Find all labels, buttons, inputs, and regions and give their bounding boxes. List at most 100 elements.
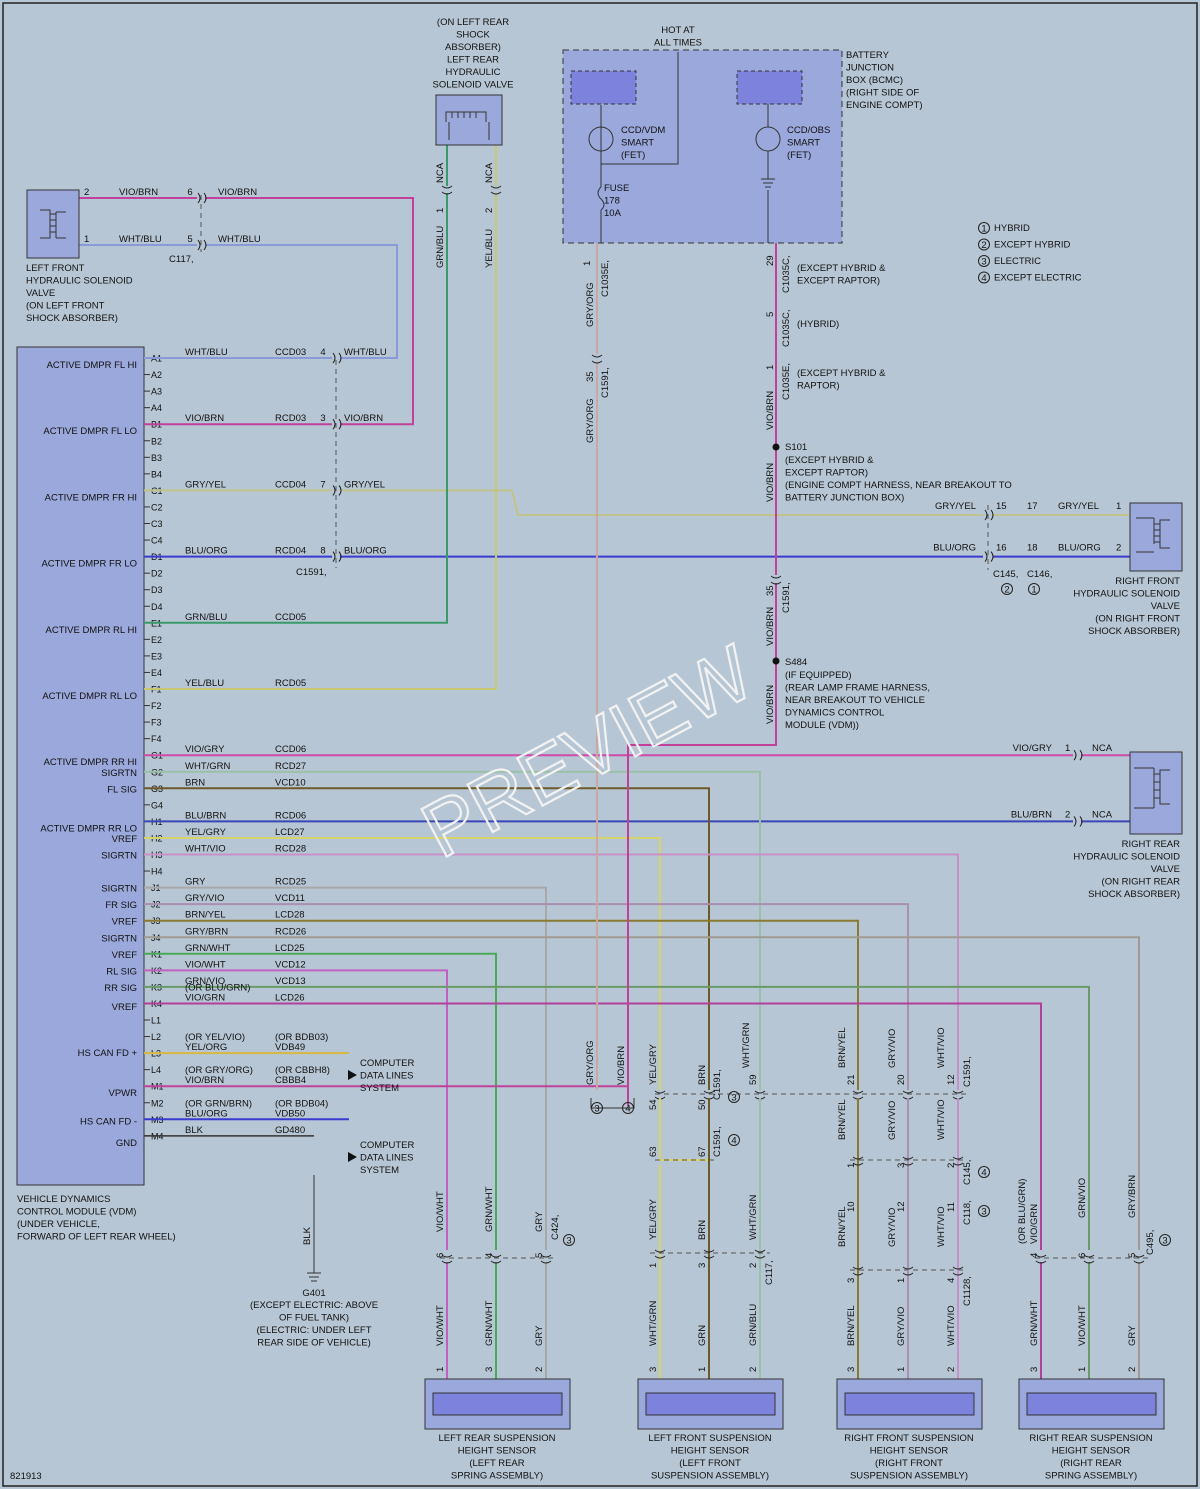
pin-a4: A4 <box>151 403 162 413</box>
right-rear-valve-box <box>1129 751 1183 835</box>
sensor-pin: 2 <box>946 1367 957 1372</box>
vdm-signal-labels: ACTIVE DMPR FL HI ACTIVE DMPR FL LO ACTIVE… <box>40 360 137 1149</box>
legend-text: ELECTRIC <box>994 256 1041 267</box>
ground-desc: (ELECTRIC: UNDER LEFT <box>256 1325 371 1336</box>
c1035c-label-2: C1035C, <box>781 310 792 348</box>
wire-j1 <box>144 886 547 1250</box>
rr-valve-label: SHOCK ABSORBER) <box>1088 889 1180 900</box>
s101-label: S101 <box>785 442 807 453</box>
sensor-label: (RIGHT REAR <box>1060 1458 1122 1469</box>
lf-valve-wire-far: WHT/BLU <box>218 234 261 245</box>
fuse-label: 178 <box>604 196 620 207</box>
s484-label: S484 <box>785 657 807 668</box>
wire-h3 <box>144 853 959 1090</box>
wire-color-j4: GRY/BRN <box>185 926 228 937</box>
bottom-label: BRN <box>697 1065 708 1085</box>
s101-desc: BATTERY JUNCTION BOX) <box>785 493 904 504</box>
pin-b2: B2 <box>151 436 162 446</box>
rf-valve-pin: 2 <box>1116 543 1121 554</box>
signal-h1: ACTIVE DMPR RR LO <box>40 823 137 834</box>
signal-b1: ACTIVE DMPR FL LO <box>43 426 137 437</box>
signal-m1: VPWR <box>109 1088 138 1099</box>
bottom-label: GRN/WHT <box>484 1186 495 1232</box>
pin-m2: M2 <box>151 1098 164 1108</box>
far-color-b1: VIO/BRN <box>344 413 383 424</box>
circuit-h3: RCD28 <box>275 844 306 855</box>
wire-color-h1: BLU/BRN <box>185 810 226 821</box>
c1591-bottom-label-2: C1591, <box>712 1069 723 1100</box>
wire-j4 <box>144 936 1140 1250</box>
wire-h2 <box>144 836 661 1090</box>
wire-color-k1: GRN/WHT <box>185 943 231 954</box>
connector-break-icon <box>490 185 502 195</box>
wire-color-j1: GRY <box>185 877 206 888</box>
cavity: 2 <box>748 1263 759 1268</box>
c1035c-5: 5 <box>765 312 776 317</box>
sensor-label: HEIGHT SENSOR <box>870 1446 949 1457</box>
signal-j3: VREF <box>112 917 138 928</box>
signal-a1: ACTIVE DMPR FL HI <box>47 360 137 371</box>
alt-color-k4: (OR BLU/GRN) <box>185 982 250 993</box>
lr-valve-label: ABSORBER) <box>445 42 501 53</box>
wire-e1 <box>144 193 448 624</box>
lf-valve-label: SHOCK ABSORBER) <box>26 313 118 324</box>
ccd-obs-label: CCD/OBS <box>787 125 830 136</box>
cavity: 6 <box>1077 1253 1088 1258</box>
pin-d2: D2 <box>151 569 163 579</box>
note-icon <box>728 1134 740 1146</box>
sensor-wire-label: VIO/WHT <box>435 1305 446 1346</box>
rr-nca: NCA <box>1092 809 1113 820</box>
wire-color-f1: YEL/BLU <box>185 678 224 689</box>
note: 3 <box>731 1092 736 1103</box>
pin-c4: C4 <box>151 536 163 546</box>
legend-text: EXCEPT ELECTRIC <box>994 273 1082 284</box>
bjb-label: BOX (BCMC) <box>846 75 903 86</box>
bottom-label: WHT/VIO <box>936 1027 947 1068</box>
rf-near-wire: GRY/YEL <box>935 501 976 512</box>
pin-a3: A3 <box>151 387 162 397</box>
pin-b3: B3 <box>151 453 162 463</box>
vdm-caption-line: CONTROL MODULE (VDM) <box>17 1207 136 1218</box>
sensor-label: SPRING ASSEMBLY) <box>451 1471 543 1482</box>
legend-number: 4 <box>981 273 986 284</box>
sensor-wire-label: GRY/VIO <box>896 1307 907 1346</box>
computer-data-lines-1: SYSTEM <box>360 1083 399 1094</box>
ccd-vdm-label: CCD/VDM <box>621 125 665 136</box>
lr-valve-label: HYDRAULIC <box>446 67 501 78</box>
c1591-break-icon <box>332 418 342 430</box>
circuit-d1: RCD04 <box>275 546 306 557</box>
sensor-label: (LEFT FRONT <box>679 1458 741 1469</box>
lr-nca-1: NCA <box>435 162 446 183</box>
sensor-wire-label: WHT/GRN <box>648 1300 659 1346</box>
alt-circuit-l3: (OR BDB03) <box>275 1032 328 1043</box>
wire-color-m4: BLK <box>185 1125 204 1136</box>
connector-break-icon <box>441 185 453 195</box>
cavity: 3 <box>896 1163 907 1168</box>
c1035e-label-right: C1035E, <box>781 363 792 400</box>
circuit-j2: VCD11 <box>275 893 305 904</box>
connector-break-icon <box>852 1266 864 1276</box>
right-front-sensor-inner <box>844 1392 975 1416</box>
alt-color-l3: (OR YEL/VIO) <box>185 1032 245 1043</box>
circuit-h1: RCD06 <box>275 810 306 821</box>
sensor-label: LEFT FRONT SUSPENSION <box>648 1433 771 1444</box>
signal-j4: SIGRTN <box>101 933 137 944</box>
feed-note-3: (EXCEPT HYBRID & <box>797 368 886 379</box>
left-front-sensor-inner <box>645 1392 776 1416</box>
bottom-label: GRY/VIO <box>887 1101 898 1140</box>
wire-color-g3: BRN <box>185 777 205 788</box>
signal-j1: SIGRTN <box>101 884 137 895</box>
lr-wire-1: GRN/BLU <box>435 226 446 268</box>
wire-color-c1: GRY/YEL <box>185 479 226 490</box>
s484-desc: (REAR LAMP FRAME HARNESS, <box>785 683 930 694</box>
sensor-label: (RIGHT FRONT <box>875 1458 943 1469</box>
right-front-valve-box <box>1129 502 1183 572</box>
wire-color-h3: WHT/VIO <box>185 844 226 855</box>
diagram-id: 821913 <box>10 1471 42 1482</box>
cavity: 4 <box>1029 1253 1040 1258</box>
bottom-label: BRN/YEL <box>837 1099 848 1140</box>
ground-desc: REAR SIDE OF VEHICLE) <box>257 1338 371 1349</box>
pin-g4: G4 <box>151 800 163 810</box>
wire-g2 <box>144 770 761 1090</box>
